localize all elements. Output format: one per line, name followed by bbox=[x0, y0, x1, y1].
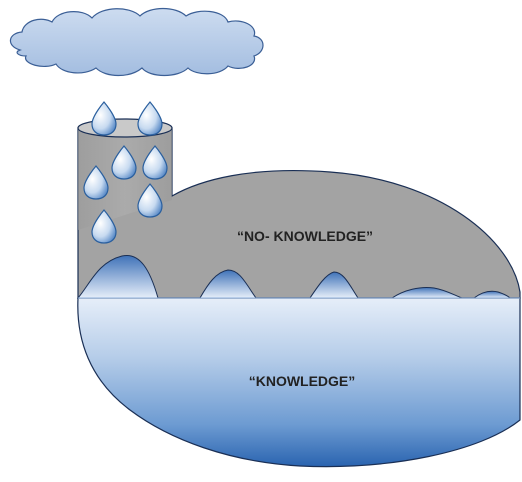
raindrop-icon bbox=[91, 209, 117, 244]
raindrop-icon bbox=[111, 145, 137, 180]
raindrop-icon bbox=[142, 145, 168, 180]
no-knowledge-label: “NO- KNOWLEDGE” bbox=[237, 228, 373, 244]
raindrop-icon bbox=[137, 101, 163, 136]
raindrop-icon bbox=[91, 101, 117, 136]
raindrops bbox=[83, 101, 168, 244]
knowledge-label: “KNOWLEDGE” bbox=[249, 373, 356, 389]
raindrop-icon bbox=[137, 183, 163, 218]
cloud-icon bbox=[9, 7, 264, 77]
raindrop-icon bbox=[83, 165, 109, 200]
blue-knowledge-pool bbox=[76, 254, 521, 468]
